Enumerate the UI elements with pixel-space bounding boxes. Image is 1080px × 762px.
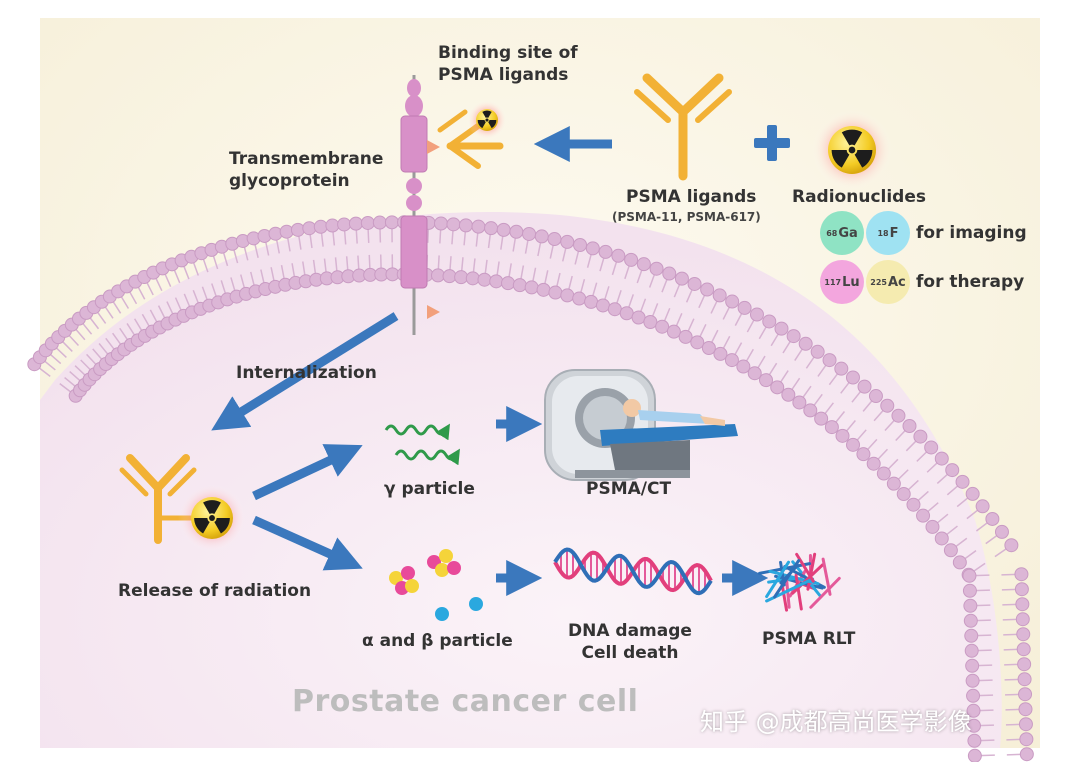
psma-ligands-label: PSMA ligands — [626, 187, 757, 207]
watermark: 知乎 @成都高尚医学影像 — [700, 708, 972, 736]
transmembrane-label: Transmembrane glycoprotein — [229, 149, 384, 191]
for-therapy-label: for therapy — [916, 272, 1025, 292]
radiation-icon — [467, 100, 507, 140]
alpha-beta-arrow — [252, 515, 363, 571]
released-radiation-icon — [178, 484, 246, 552]
psma-ligands-examples: (PSMA-11, PSMA-617) — [612, 210, 761, 224]
release-of-radiation-label: Release of radiation — [118, 581, 312, 601]
for-imaging-label: for imaging — [916, 223, 1027, 243]
transmembrane-glycoprotein — [400, 75, 440, 335]
gamma-particle-label: γ particle — [384, 479, 475, 499]
gamma-wave-icon — [384, 423, 460, 466]
dna-helix-icon — [553, 547, 713, 596]
alpha-beta-label: α and β particle — [362, 631, 513, 651]
psma-rlt-label: PSMA RLT — [762, 629, 856, 649]
internalization-label: Internalization — [236, 363, 377, 383]
gamma-arrow — [252, 444, 363, 501]
cell-membrane — [27, 215, 1034, 762]
radionuclides-label: Radionuclides — [792, 187, 926, 207]
damaged-dna-icon — [757, 552, 841, 612]
alpha-beta-particles — [389, 549, 483, 621]
psma-ligand-antibody — [634, 73, 732, 181]
internalization-arrow — [211, 312, 399, 431]
radionuclide-icon — [812, 110, 892, 190]
ct-scanner-icon — [544, 369, 738, 481]
plus-icon — [754, 125, 790, 161]
psma-ct-label: PSMA/CT — [586, 479, 672, 499]
cell-label: Prostate cancer cell — [292, 684, 639, 719]
dna-damage-label: DNA damage Cell death — [568, 621, 692, 663]
binding-site-label: Binding site of PSMA ligands — [438, 43, 578, 85]
cell-interior — [40, 212, 1002, 748]
